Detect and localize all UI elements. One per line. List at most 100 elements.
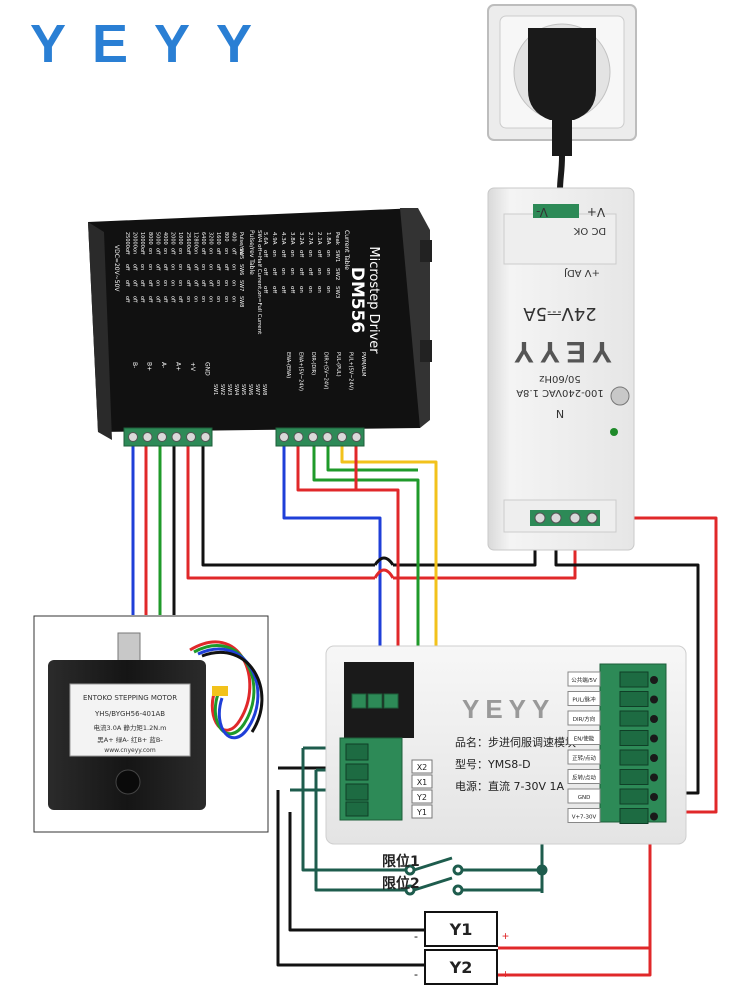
signal-labels: PWM/ALMPUL+(5V~24V)PUL-(PUL)DIR+(5V~24V)… (285, 352, 366, 391)
right-port-screw (650, 715, 658, 723)
pulse-table-cell: 10000 (139, 232, 145, 248)
current-table-cell: 3.8A (289, 232, 295, 245)
motor-line1: 电流3.0A 静力矩1.2N.m (94, 723, 167, 732)
right-port-label: EN/使能 (574, 735, 595, 743)
brand-logo: YEYY (30, 14, 278, 74)
current-table-cell: on (316, 268, 322, 275)
current-table-cell: on (289, 250, 295, 257)
current-table-cell: 4.9A (271, 232, 277, 245)
current-table-cell: on (271, 250, 277, 257)
y1-plus-label: + (502, 929, 509, 943)
terminal-screw (337, 432, 347, 442)
pulse-table-cell: off (170, 248, 176, 255)
left-port-label: Y2 (416, 793, 427, 802)
left-port-label: Y1 (416, 808, 427, 817)
pulse-table-cell: off (139, 280, 145, 287)
terminal-screw (351, 432, 362, 442)
pulse-table-cell: 2000 (170, 232, 176, 245)
right-port-screw-housing (619, 749, 649, 766)
pulse-table-cell: on (177, 248, 183, 254)
sw-label: SW4 (233, 384, 239, 395)
y1-label: Y1 (449, 920, 473, 939)
psu-output-spec: 24V⎓5A (523, 303, 597, 324)
pulse-table-cell: on (215, 280, 221, 286)
pulse-table-cell: off (139, 296, 145, 303)
sw-label: SW5 (240, 384, 246, 395)
pulse-table-cell: SW8 (238, 296, 244, 307)
pulse-table-cell: on (230, 280, 236, 286)
terminal-screw (186, 432, 196, 442)
pulse-table-cell: off (132, 280, 138, 287)
sw-label: SW7 (254, 384, 260, 395)
right-port-box (567, 749, 601, 765)
wall-socket (487, 4, 637, 191)
adj-potentiometer-icon[interactable] (610, 386, 630, 406)
motor-website: www.cnyeyy.com (104, 747, 156, 754)
pulse-table-cell: off (147, 296, 153, 303)
right-port-label: 反转/点动 (572, 774, 596, 782)
psu-dc-ok-label: DC OK (573, 225, 606, 236)
current-table-cell: on (325, 250, 331, 257)
pulse-table-cell: off (215, 248, 221, 255)
pulse-table-cell: off (185, 264, 191, 271)
right-port-screw-housing (619, 691, 649, 707)
pulse-table-cell: on (200, 264, 206, 270)
pulse-table-cell: 12800 (192, 232, 198, 248)
right-port-box (567, 769, 601, 784)
right-port-box (567, 788, 601, 804)
dc-ok-led-icon (610, 428, 618, 436)
pulse-table-cell: off (147, 280, 153, 287)
controller-model: 型号：YMS8-D (455, 757, 531, 771)
driver-title: Microstep Driver (366, 246, 381, 354)
pulse-table: Pulse/revSW5SW6SW7SW8400offononon800onof… (124, 232, 244, 307)
current-table-label: Current Table (343, 230, 350, 270)
right-port-screw-housing (619, 671, 649, 688)
signal-label: PUL-(PUL) (335, 352, 341, 377)
speed-controller-module: YEYY 品名：步进伺服调速模块 型号：YMS8-D 电源：直流 7-30V 1… (325, 645, 687, 845)
current-table-cell: 2.1A (316, 232, 322, 245)
current-table-cell: on (316, 286, 322, 293)
terminal-screw (142, 432, 153, 442)
right-port-label: DIR/方向 (573, 715, 596, 723)
terminal-screw (128, 432, 138, 442)
current-table-cell: off (316, 250, 322, 257)
right-port-screw (650, 695, 658, 704)
pulse-table-cell: off (223, 264, 229, 271)
psu-ac-terminals: N (556, 407, 564, 420)
pulse-table-cell: on (223, 296, 229, 302)
signal-label: PUL+(5V~24V) (348, 352, 354, 390)
right-port-screw-housing (619, 710, 649, 727)
current-table-cell: SW2 (334, 268, 340, 280)
terminal-screw (171, 432, 182, 442)
current-table-cell: off (271, 286, 277, 293)
current-table-cell: Peak (334, 232, 340, 246)
limit-switch-2-label: 限位2 (382, 875, 420, 892)
current-table-cell: 2.7A (307, 232, 313, 245)
current-table-cell: SW3 (334, 286, 340, 299)
vdc-label: VDC=20V~50V (113, 245, 120, 292)
controller-brand: YEYY (462, 694, 555, 724)
pulse-table-cell: off (154, 264, 160, 271)
pulse-table-cell: 800 (223, 232, 229, 242)
current-table-cell: 4.3A (280, 232, 286, 245)
current-table-cell: 3.2A (298, 232, 304, 245)
power-plug-icon (528, 28, 596, 120)
pulse-table-cell: on (139, 264, 145, 270)
current-table-cell: off (298, 268, 304, 275)
pulse-table-cell: on (162, 248, 168, 254)
pulse-table-cell: on (223, 280, 229, 286)
pulse-table-cell: off (230, 248, 236, 255)
current-table-cell: off (271, 268, 277, 275)
motor-line2: 黑A+ 绿A- 红B+ 蓝B- (97, 735, 163, 744)
pulse-table-cell: off (132, 296, 138, 303)
pulse-table-label: Pulse/rev Table (248, 230, 255, 275)
sw-label: SW6 (247, 384, 253, 395)
sw4-note: SW4 off=Half Current,on=Full Current (256, 230, 262, 335)
pulse-table-cell: off (154, 296, 160, 303)
power-terminal-label: B- (131, 362, 138, 368)
left-port-box (411, 789, 433, 804)
right-port-screw (650, 754, 658, 762)
right-port-labels: 公共端/5VPUL/脉冲DIR/方向EN/使能正转/点动反转/点动GNDV+7-… (567, 671, 658, 824)
